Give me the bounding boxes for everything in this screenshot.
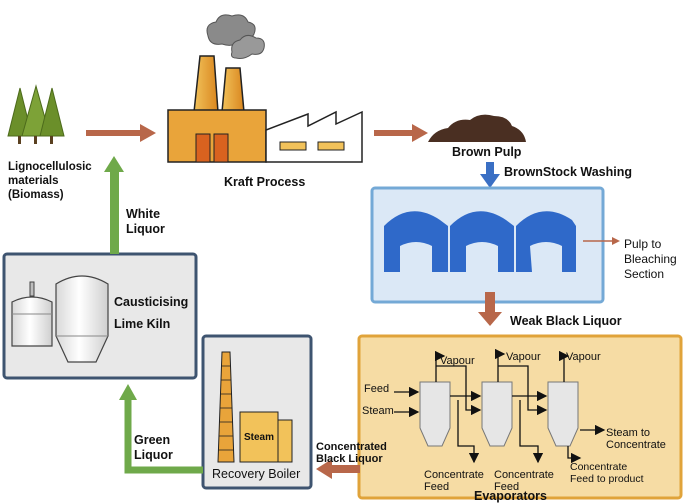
brown-pulp-icon bbox=[428, 114, 526, 142]
pulp-bleach-label-2: Bleaching bbox=[624, 252, 677, 266]
biomass-to-kraft-arrow bbox=[86, 124, 156, 142]
vapour-label-3: Vapour bbox=[566, 351, 601, 363]
steam-conc-b: Concentrate bbox=[606, 439, 666, 451]
trees-icon bbox=[7, 84, 65, 144]
recovery-boiler-label: Recovery Boiler bbox=[212, 467, 300, 481]
factory-icon bbox=[167, 14, 363, 163]
conc-feed-1a: Concentrate bbox=[424, 469, 484, 481]
kraft-to-pulp-arrow bbox=[374, 124, 428, 142]
white-liquor-arrow bbox=[104, 156, 124, 254]
feed-label: Feed bbox=[364, 383, 389, 395]
white-liquor-label-2: Liquor bbox=[126, 222, 165, 236]
evaporators-to-boiler-arrow bbox=[316, 459, 360, 479]
pulp-to-washing-arrow bbox=[480, 162, 500, 188]
conc-feed-2b: Feed bbox=[494, 481, 519, 493]
steam-conc-a: Steam to bbox=[606, 427, 650, 439]
causticising-label: Causticising bbox=[114, 295, 188, 309]
biomass-label-1: Lignocellulosic bbox=[8, 161, 92, 173]
green-liquor-label-1: Green bbox=[134, 433, 170, 447]
pulp-to-bleaching-arrow bbox=[583, 237, 620, 245]
conc-feed-1b: Feed bbox=[424, 481, 449, 493]
green-liquor-label-2: Liquor bbox=[134, 448, 173, 462]
vapour-label-1: Vapour bbox=[440, 355, 475, 367]
concentrated-label-1: Concentrated bbox=[316, 441, 387, 453]
weak-black-liquor-label: Weak Black Liquor bbox=[510, 314, 622, 328]
evaporator-vessels-icon bbox=[419, 381, 579, 447]
recovery-boiler-icon bbox=[217, 351, 293, 463]
white-liquor-label-1: White bbox=[126, 207, 160, 221]
steam-in-label: Steam bbox=[362, 405, 394, 417]
biomass-label-3: (Biomass) bbox=[8, 189, 64, 201]
vapour-label-2: Vapour bbox=[506, 351, 541, 363]
lime-kiln-tanks-icon bbox=[11, 275, 109, 363]
biomass-label-2: materials bbox=[8, 175, 59, 187]
steam-label: Steam bbox=[244, 432, 274, 443]
kraft-process-label: Kraft Process bbox=[224, 175, 305, 189]
washing-to-evaporators-arrow bbox=[478, 292, 502, 326]
evaporators-label: Evaporators bbox=[474, 489, 547, 503]
pulp-bleach-label-3: Section bbox=[624, 267, 664, 281]
evaporator-piping bbox=[394, 348, 606, 464]
pulp-bleach-label-1: Pulp to bbox=[624, 237, 662, 251]
lime-kiln-label: Lime Kiln bbox=[114, 317, 170, 331]
washer-drums-icon bbox=[384, 211, 576, 272]
conc-prod-b: Feed to product bbox=[570, 473, 644, 485]
conc-prod-a: Concentrate bbox=[570, 461, 627, 473]
concentrated-label-2: Black Liquor bbox=[316, 453, 383, 465]
green-liquor-arrow bbox=[119, 384, 203, 474]
conc-feed-2a: Concentrate bbox=[494, 469, 554, 481]
washing-label: BrownStock Washing bbox=[504, 165, 632, 179]
brown-pulp-label: Brown Pulp bbox=[452, 145, 522, 159]
